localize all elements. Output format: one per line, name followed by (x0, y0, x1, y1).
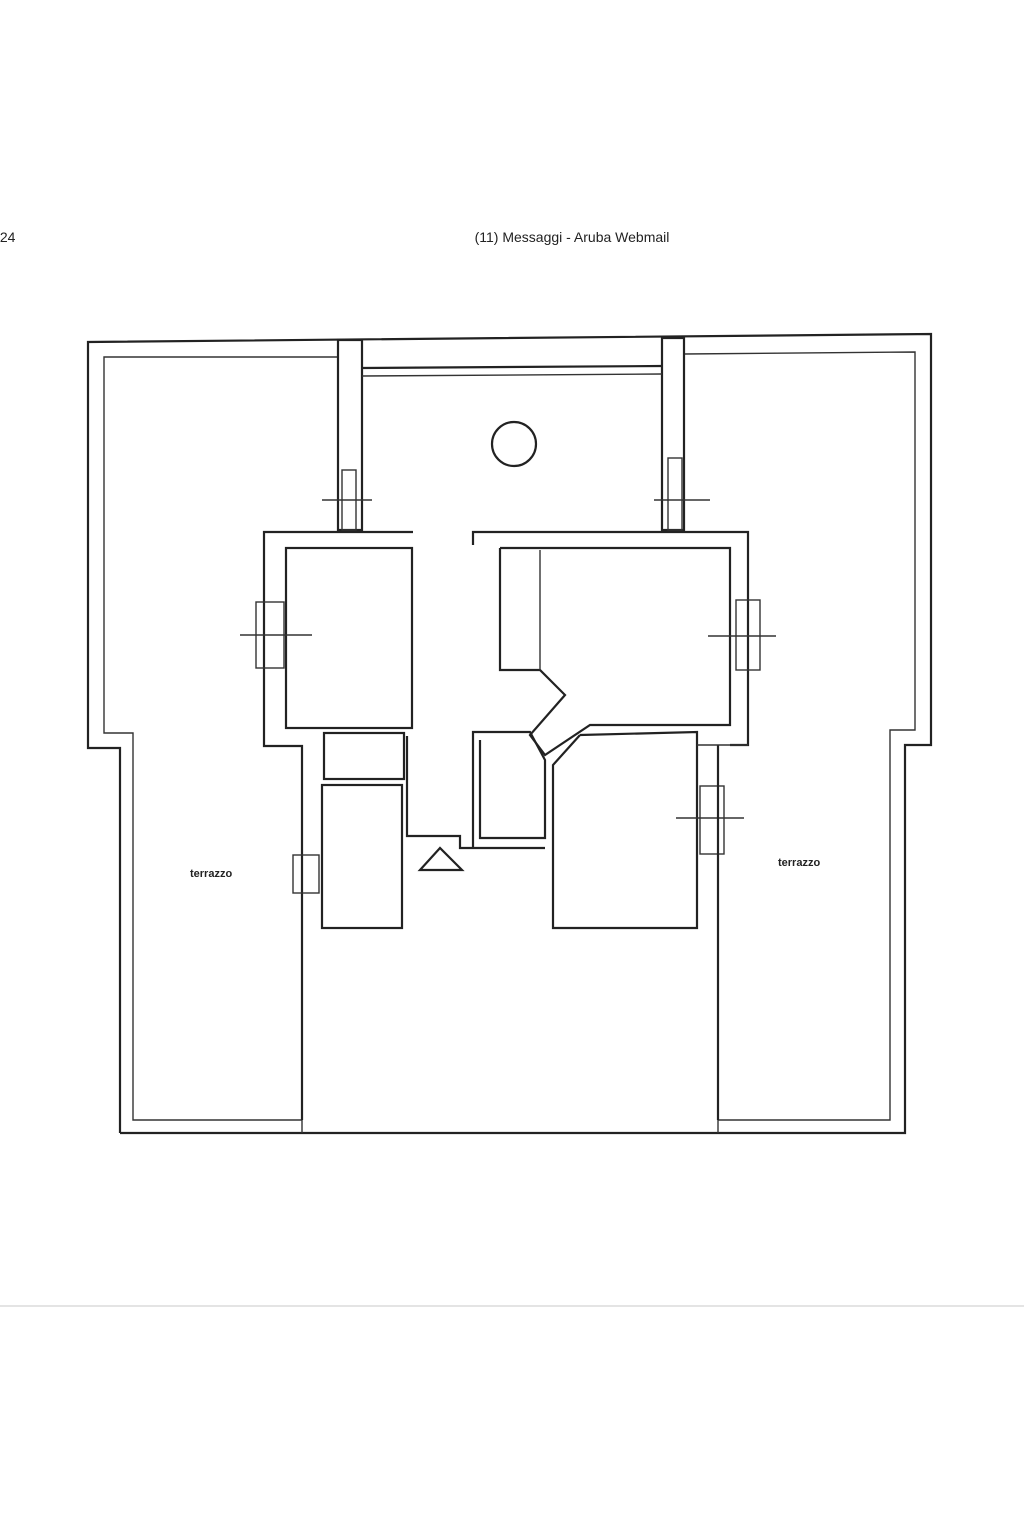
top-beam-inner (361, 373, 663, 377)
page-title: (11) Messaggi - Aruba Webmail (474, 229, 670, 245)
center-room (471, 730, 547, 848)
column-circle (490, 420, 538, 468)
right-terrace-label: terrazzo (778, 857, 820, 869)
top-beam (361, 364, 663, 370)
left-room (284, 546, 414, 730)
right-lower-room (551, 730, 699, 930)
window (735, 599, 761, 671)
right-pillar (660, 336, 686, 532)
small-room (322, 731, 406, 781)
page-separator (0, 1305, 1024, 1307)
left-terrace-label: terrazzo (190, 868, 232, 880)
print-time: :24 (0, 229, 16, 245)
right-terrace-edge (683, 351, 916, 1121)
corridor-wall (405, 736, 545, 850)
outer-wall (86, 332, 933, 1135)
small-room (320, 783, 404, 930)
left-room-outer (262, 530, 413, 900)
window (699, 785, 725, 855)
right-room (498, 546, 732, 757)
window (292, 854, 320, 894)
left-terrace-edge (103, 356, 338, 1121)
entrance-triangle-icon (417, 846, 465, 872)
right-room-outer (471, 530, 750, 747)
window (667, 457, 683, 531)
